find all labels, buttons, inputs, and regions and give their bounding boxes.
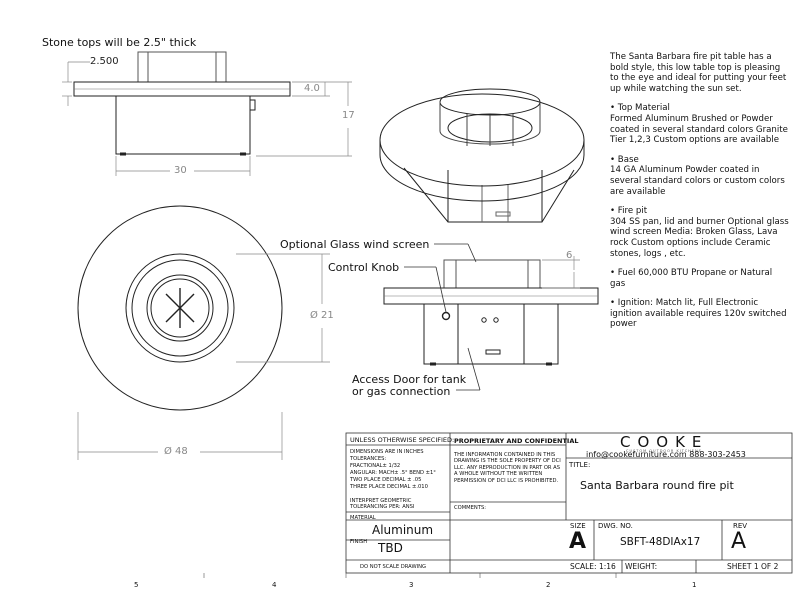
tb-tolerances: TOLERANCES: [350,456,387,462]
dim-height: 17 [342,110,355,121]
notes-ignition: • Ignition: Match lit, Full Electronic i… [610,298,787,330]
tb-drawing-title: Santa Barbara round fire pit [580,479,734,492]
top-plan-view [77,205,330,460]
product-notes: The Santa Barbara fire pit table has a b… [610,52,790,339]
isometric-view [379,88,585,223]
tb-material-label: MATERIAL [350,515,376,521]
notes-top-title: • Top Material [610,103,670,114]
stone-tops-callout: Stone tops will be 2.5" thick [42,36,197,49]
company-subtitle: CUSTOM OUTDOOR KITCHENS [626,449,702,453]
tb-size: A [569,529,587,554]
company-contact: info@cookefurniture.com 888-303-2453 [586,450,746,459]
tb-finish: TBD [378,541,403,555]
tb-material: Aluminum [372,523,434,537]
tb-scale: SCALE: 1:16 [570,562,616,571]
dim-stone-thickness: 2.500 [90,56,119,67]
tb-comments: COMMENTS: [454,505,487,511]
zone-label: 1 [692,581,697,589]
control-knob-callout: Control Knob [328,261,400,274]
tb-proprietary-body: THE INFORMATION CONTAINED IN THIS DRAWIN… [454,452,561,484]
dim-inner-diameter: Ø 21 [310,310,334,321]
tb-angular: ANGULAR: MACH± .5° BEND ±1° [350,470,436,476]
company-logo: COOKE [620,433,709,451]
zone-label: 5 [134,581,139,589]
front-elevation-view [62,51,352,176]
zone-label: 3 [409,581,414,589]
tb-proprietary: PROPRIETARY AND CONFIDENTIAL [454,437,579,445]
tb-three-place: THREE PLACE DECIMAL ±.010 [350,484,428,490]
tb-unless-specified: UNLESS OTHERWISE SPECIFIED: [350,436,455,444]
dim-width: 30 [174,165,187,176]
zone-label: 2 [546,581,551,589]
tb-size-label: SIZE [570,522,586,530]
tb-finish-label: FINISH [350,539,368,545]
access-door-callout-line2: or gas connection [352,385,451,398]
title-block-lines [345,432,793,574]
tb-title-label: TITLE: [569,461,591,469]
tb-two-place: TWO PLACE DECIMAL ± .05 [350,477,422,483]
side-elevation-view [383,243,599,391]
zone-label: 4 [272,581,277,589]
tb-interpret-2: TOLERANCING PER: ANSI [350,504,415,510]
tb-sheet: SHEET 1 OF 2 [727,562,779,571]
notes-fuel: • Fuel 60,000 BTU Propane or Natural gas [610,268,773,289]
tb-rev-label: REV [733,522,748,530]
access-door-callout-line1: Access Door for tank [352,373,467,386]
tb-interpret-1: INTERPRET GEOMETRIC [350,498,412,504]
notes-firepit-body: 304 SS pan, lid and burner Optional glas… [610,216,789,259]
tb-fractional: FRACTIONAL± 1/32 [350,463,401,469]
dim-screen-height: 6 [566,250,573,261]
zone-ticks [203,573,617,578]
notes-firepit-title: • Fire pit [610,206,648,217]
tb-rev: A [731,529,747,554]
notes-base-body: 14 GA Aluminum Powder coated in several … [610,165,785,197]
glass-screen-callout: Optional Glass wind screen [280,238,430,251]
notes-intro: The Santa Barbara fire pit table has a b… [610,52,787,94]
tb-do-not-scale: DO NOT SCALE DRAWING [360,564,427,570]
dim-top-thickness: 4.0 [304,83,320,94]
tb-weight: WEIGHT: [625,562,658,571]
notes-base-title: • Base [610,154,639,165]
notes-top-body: Formed Aluminum Brushed or Powder coated… [610,113,788,146]
dim-outer-diameter: Ø 48 [164,446,188,457]
tb-dims-inches: DIMENSIONS ARE IN INCHES [350,449,424,455]
tb-dwg-number: SBFT-48DIAx17 [620,536,701,548]
tb-dwg-label: DWG. NO. [598,522,633,530]
